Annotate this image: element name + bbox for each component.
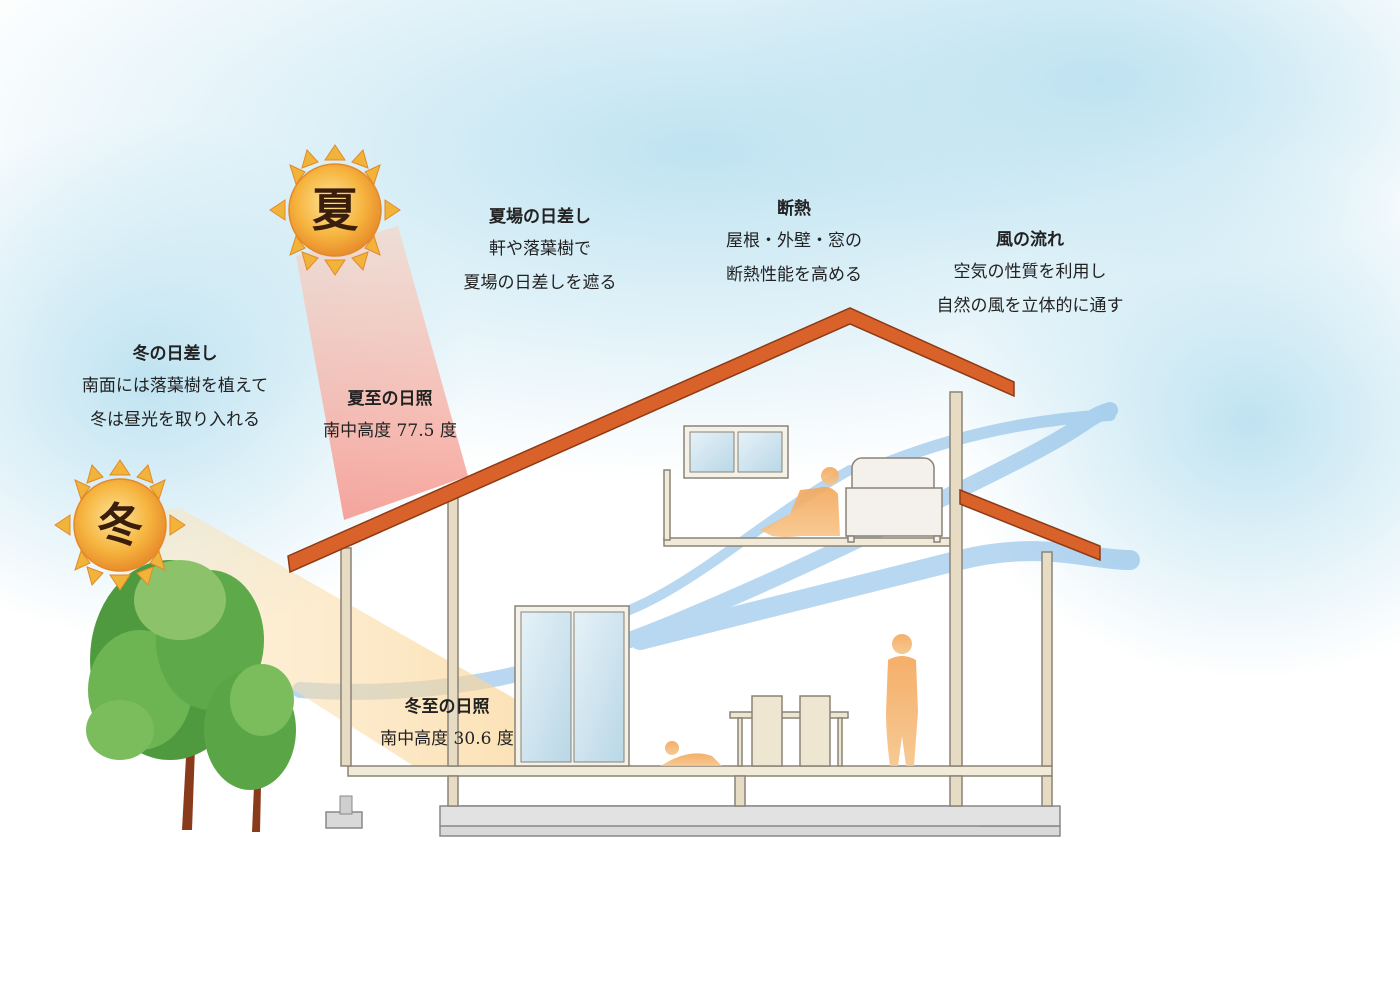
dining-set bbox=[729, 695, 849, 767]
summer-solstice-title: 夏至の日照 bbox=[347, 389, 433, 409]
summer-sun-title: 夏場の日差し bbox=[489, 207, 591, 227]
wind-annotation: 風の流れ 空気の性質を利用し 自然の風を立体的に通す bbox=[910, 225, 1150, 323]
winter-sun bbox=[54, 459, 186, 591]
insulation-line1: 屋根・外壁・窓の bbox=[726, 231, 862, 251]
winter-solstice-value: 南中高度 30.6 度 bbox=[380, 729, 514, 749]
winter-sun-title: 冬の日差し bbox=[132, 344, 218, 364]
summer-sunbeam bbox=[296, 226, 468, 520]
wind-line1: 空気の性質を利用し bbox=[953, 262, 1107, 282]
summer-sun bbox=[269, 144, 401, 276]
roof bbox=[287, 307, 1101, 574]
winter-sunbeam bbox=[120, 508, 640, 770]
summer-solstice-value: 南中高度 77.5 度 bbox=[323, 421, 457, 441]
house-foundation bbox=[325, 795, 1061, 837]
insulation-annotation: 断熱 屋根・外壁・窓の 断熱性能を高める bbox=[694, 194, 894, 292]
winter-sun-annotation: 冬の日差し 南面には落葉樹を植えて 冬は昼光を取り入れる bbox=[50, 339, 300, 437]
wind-line2: 自然の風を立体的に通す bbox=[936, 296, 1124, 316]
person-sitting bbox=[760, 467, 840, 537]
sliding-door bbox=[514, 605, 630, 767]
structural-posts bbox=[340, 391, 1053, 807]
bed bbox=[845, 457, 943, 543]
person-standing bbox=[886, 634, 918, 766]
winter-sun-label: 冬 bbox=[97, 498, 143, 552]
winter-sun-line1: 南面には落葉樹を植えて bbox=[81, 376, 269, 396]
upper-window bbox=[683, 425, 789, 479]
winter-sun-line2: 冬は昼光を取り入れる bbox=[90, 410, 260, 430]
insulation-line2: 断熱性能を高める bbox=[726, 265, 862, 285]
person-crawling bbox=[660, 741, 722, 766]
winter-solstice-title: 冬至の日照 bbox=[404, 697, 490, 717]
loft-rail bbox=[663, 469, 671, 541]
wind-title: 風の流れ bbox=[996, 230, 1064, 250]
summer-sun-label: 夏 bbox=[312, 183, 358, 237]
summer-sun-line2: 夏場の日差しを遮る bbox=[463, 273, 617, 293]
winter-solstice-annotation: 冬至の日照 南中高度 30.6 度 bbox=[357, 692, 537, 756]
insulation-title: 断熱 bbox=[777, 199, 811, 219]
summer-solstice-annotation: 夏至の日照 南中高度 77.5 度 bbox=[300, 384, 480, 448]
summer-sun-line1: 軒や落葉樹で bbox=[489, 239, 591, 259]
summer-sun-annotation: 夏場の日差し 軒や落葉樹で 夏場の日差しを遮る bbox=[440, 202, 640, 300]
deciduous-trees bbox=[86, 560, 296, 832]
